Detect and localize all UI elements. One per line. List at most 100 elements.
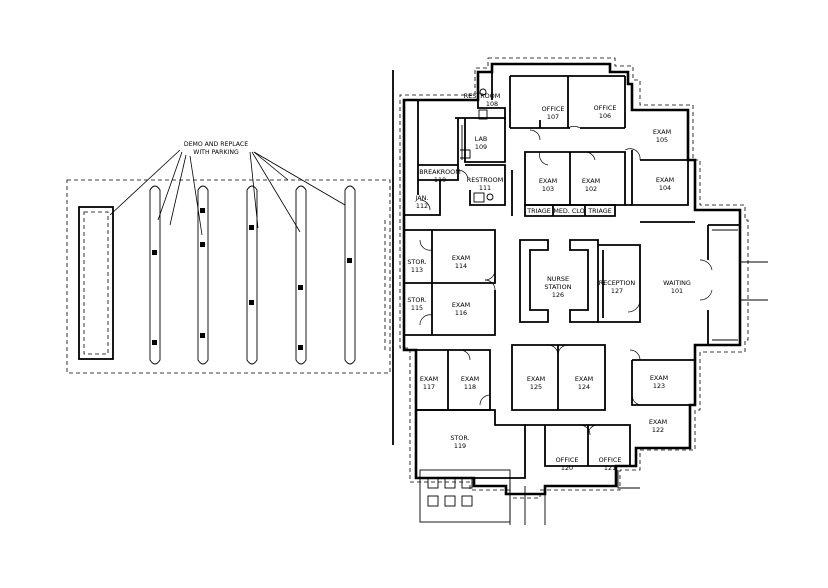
room-exam-102: EXAM 102: [582, 177, 600, 193]
room-number: 120: [561, 464, 573, 472]
room-exam-124: EXAM 124: [575, 375, 593, 391]
room-number: 103: [542, 185, 554, 193]
room-number: 105: [656, 136, 668, 144]
room-name: EXAM: [461, 375, 479, 383]
marker: [347, 258, 352, 263]
room-name: STOR.: [407, 296, 426, 304]
room-number: 104: [659, 184, 671, 192]
room-med-clo: MED. CLO: [553, 207, 584, 215]
marker: [200, 333, 205, 338]
parking-marks: [152, 208, 352, 350]
room-name: STOR.: [450, 434, 469, 442]
room-number: 102: [585, 185, 597, 193]
parking-area: DEMO AND REPLACE WITH PARKING: [66, 141, 391, 374]
room-name: EXAM: [582, 177, 600, 185]
parking-islands: [149, 185, 356, 365]
room-number: 121: [604, 464, 616, 472]
room-number: 118: [464, 383, 476, 391]
room-name: EXAM: [539, 177, 557, 185]
sink: [479, 88, 487, 96]
room-name-line1: NURSE: [547, 275, 569, 283]
building-setback: [399, 57, 749, 499]
room-name: EXAM: [527, 375, 545, 383]
room-number: 125: [530, 383, 542, 391]
room-name: EXAM: [656, 176, 674, 184]
room-restroom-111: RESTROOM 111: [467, 176, 503, 192]
room-stor-115: STOR. 115: [407, 296, 426, 312]
room-office-120: OFFICE 120: [556, 456, 579, 472]
patio: [419, 469, 640, 525]
room-exam-118: EXAM 118: [461, 375, 479, 391]
room-nurse-station-126: NURSE STATION 126: [545, 275, 572, 299]
room-office-106: OFFICE 106: [594, 104, 617, 120]
room-number: 113: [411, 266, 423, 274]
room-name: EXAM: [575, 375, 593, 383]
room-triage-b: TRIAGE: [587, 207, 611, 215]
room-name: OFFICE: [542, 105, 565, 113]
room-name: EXAM: [650, 374, 668, 382]
room-exam-103: EXAM 103: [539, 177, 557, 193]
room-stor-119: STOR. 119: [450, 434, 469, 450]
room-number: 110: [434, 176, 446, 184]
room-number: 114: [455, 262, 467, 270]
room-exam-123: EXAM 123: [650, 374, 668, 390]
marker: [298, 345, 303, 350]
room-name: LAB: [475, 135, 487, 143]
parking-island: [149, 185, 161, 365]
door-swings: [419, 126, 713, 436]
room-exam-104: EXAM 104: [656, 176, 674, 192]
room-name: EXAM: [452, 254, 470, 262]
room-number: 116: [455, 309, 467, 317]
toilet: [478, 109, 488, 120]
parking-island: [295, 185, 307, 365]
room-breakroom-110: BREAKROOM 110: [419, 168, 460, 184]
marker: [249, 225, 254, 230]
room-name: OFFICE: [599, 456, 622, 464]
room-name: WAITING: [663, 279, 691, 287]
room-lab-109: LAB 109: [475, 135, 487, 151]
room-exam-114: EXAM 114: [452, 254, 470, 270]
sink: [486, 193, 494, 201]
room-exam-117: EXAM 117: [420, 375, 438, 391]
marker: [152, 250, 157, 255]
room-office-121: OFFICE 121: [599, 456, 622, 472]
room-number: 109: [475, 143, 487, 151]
room-name: BREAKROOM: [419, 168, 460, 176]
parking-island: [344, 185, 356, 365]
room-name: RECEPTION: [599, 279, 636, 287]
room-exam-116: EXAM 116: [452, 301, 470, 317]
room-number: 117: [423, 383, 435, 391]
room-name: EXAM: [452, 301, 470, 309]
parking-lot-boundary: [66, 179, 391, 374]
room-exam-125: EXAM 125: [527, 375, 545, 391]
room-number: 107: [547, 113, 559, 121]
room-number: 124: [578, 383, 590, 391]
room-number: 111: [479, 184, 491, 192]
marker: [200, 242, 205, 247]
room-name: OFFICE: [594, 104, 617, 112]
room-name: STOR.: [407, 258, 426, 266]
room-number: 122: [652, 426, 664, 434]
room-number: 127: [611, 287, 623, 295]
demo-note-line2: WITH PARKING: [193, 149, 239, 156]
room-number: 115: [411, 304, 423, 312]
parking-island: [197, 185, 209, 365]
building: [399, 57, 768, 525]
marker: [249, 300, 254, 305]
room-waiting-101: WAITING 101: [663, 279, 691, 295]
room-name: JAN.: [415, 194, 429, 202]
toilet: [473, 192, 485, 203]
room-name: RESTROOM: [467, 176, 503, 184]
room-number: 101: [671, 287, 683, 295]
room-number: 112: [416, 202, 428, 210]
demo-building-inner: [83, 211, 109, 355]
room-labels: RESTROOM 108 OFFICE 107 OFFICE 106 EXAM …: [407, 92, 691, 472]
room-name: RESTROOM: [464, 92, 500, 100]
room-jan-112: JAN. 112: [415, 194, 429, 210]
room-number: 123: [653, 382, 665, 390]
marker: [200, 208, 205, 213]
room-exam-105: EXAM 105: [653, 128, 671, 144]
room-number: 126: [552, 291, 564, 299]
room-restroom-108: RESTROOM 108: [464, 92, 500, 108]
note-leaders: [109, 149, 346, 236]
